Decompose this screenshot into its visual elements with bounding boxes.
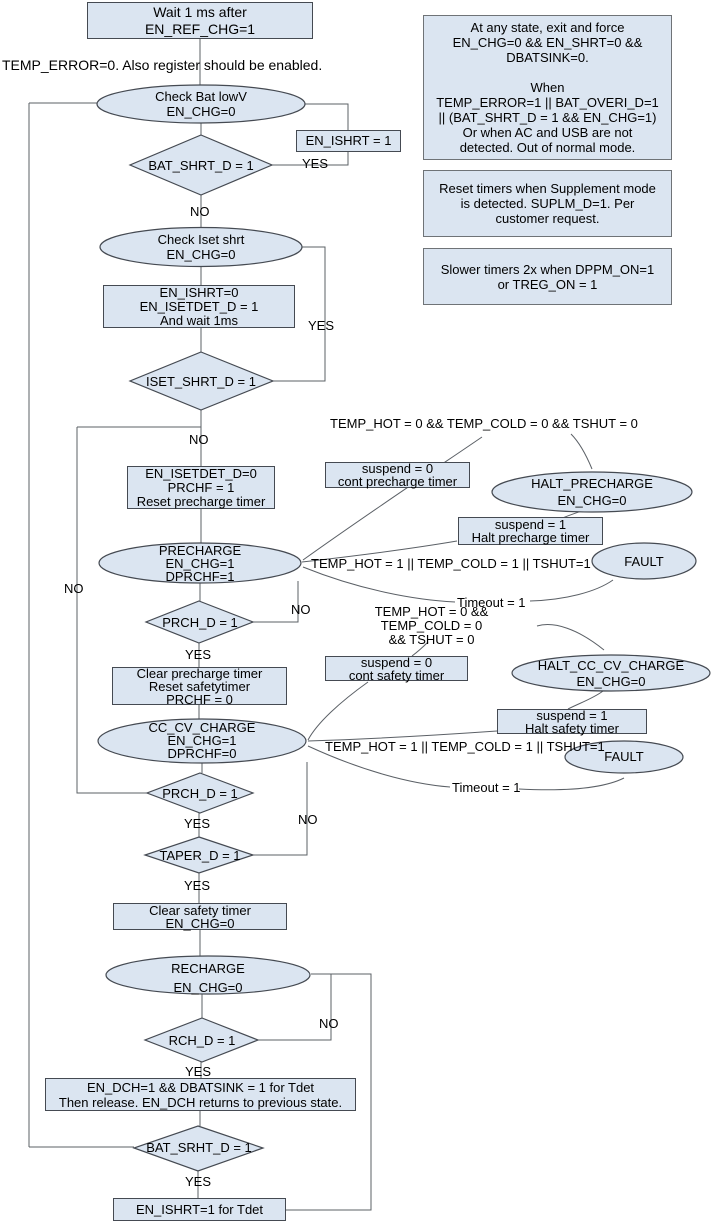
branch-yes-iset-shrt: YES	[308, 318, 335, 333]
branch-yes-prch-d1: YES	[185, 647, 212, 662]
state-cc-cv-charge	[97, 718, 307, 764]
annotation-temp-error: TEMP_ERROR=0. Also register should be en…	[2, 57, 323, 73]
decision-iset-shrt-d	[128, 351, 275, 411]
state-fault-cc-cv	[564, 740, 684, 774]
branch-yes-rch-d: YES	[185, 1064, 212, 1079]
process-en-ishrt0: EN_ISHRT=0 EN_ISETDET_D = 1 And wait 1ms	[103, 285, 295, 328]
condition-cccv-timeout: Timeout = 1	[452, 780, 521, 795]
process-suspend1-precharge: suspend = 1 Halt precharge timer	[458, 517, 603, 545]
process-suspend0-precharge: suspend = 0 cont precharge timer	[325, 462, 470, 488]
state-check-iset-shrt	[99, 226, 303, 268]
decision-prch-d-1	[144, 600, 255, 644]
state-fault-precharge	[591, 542, 697, 580]
process-en-ishrt-1: EN_ISHRT = 1	[296, 130, 401, 152]
branch-yes-bat-srht: YES	[185, 1174, 212, 1189]
process-suspend0-safety: suspend = 0 cont safety timer	[325, 656, 468, 682]
note-reset-timers: Reset timers when Supplement mode is det…	[423, 170, 672, 237]
branch-no-prch-d1: NO	[291, 602, 311, 617]
state-halt-cc-cv-charge	[511, 654, 711, 692]
decision-bat-shrt-d	[128, 134, 274, 196]
branch-no-bat-shrt: NO	[190, 204, 210, 219]
branch-no-iset-shrt: NO	[189, 432, 209, 447]
process-en-ishrt-tdet: EN_ISHRT=1 for Tdet	[113, 1198, 286, 1221]
condition-precharge-halt: TEMP_HOT = 1 || TEMP_COLD = 1 || TSHUT=1	[311, 556, 591, 571]
state-recharge	[105, 955, 311, 995]
curved-connector-lines	[301, 433, 625, 791]
branch-no-taper-d: NO	[298, 812, 318, 827]
decision-rch-d	[143, 1017, 260, 1063]
branch-yes-bat-shrt: YES	[302, 156, 329, 171]
branch-yes-prch-d2: YES	[184, 816, 211, 831]
condition-precharge-resume: TEMP_HOT = 0 && TEMP_COLD = 0 && TSHUT =…	[330, 416, 638, 431]
process-clear-precharge-timer: Clear precharge timer Reset safetytimer …	[112, 667, 287, 706]
branch-no-prch-d2-left: NO	[64, 581, 84, 596]
decision-bat-srht-d	[132, 1125, 265, 1172]
decision-taper-d	[143, 836, 255, 874]
process-wait-1ms: Wait 1 ms after EN_REF_CHG=1	[87, 2, 313, 39]
condition-cccv-halt: TEMP_HOT = 1 || TEMP_COLD = 1 || TSHUT=1	[325, 739, 605, 754]
branch-no-rch-d: NO	[319, 1016, 339, 1031]
state-check-bat-lowv	[96, 84, 306, 124]
state-halt-precharge	[491, 471, 693, 513]
state-precharge	[98, 542, 302, 584]
branch-yes-taper-d: YES	[184, 878, 211, 893]
decision-prch-d-2	[145, 772, 255, 814]
condition-precharge-timeout: Timeout = 1	[457, 595, 526, 610]
note-any-state-exit: At any state, exit and force EN_CHG=0 &&…	[423, 15, 672, 160]
process-clear-safety-timer: Clear safety timer EN_CHG=0	[113, 903, 287, 930]
connector-lines	[28, 39, 372, 1211]
process-en-isetdet0: EN_ISETDET_D=0 PRCHF = 1 Reset precharge…	[127, 466, 275, 509]
process-suspend1-safety: suspend = 1 Halt safety timer	[497, 709, 647, 735]
process-en-dch-dbatsink: EN_DCH=1 && DBATSINK = 1 for Tdet Then r…	[45, 1078, 356, 1111]
note-slower-timers: Slower timers 2x when DPPM_ON=1 or TREG_…	[423, 248, 672, 305]
